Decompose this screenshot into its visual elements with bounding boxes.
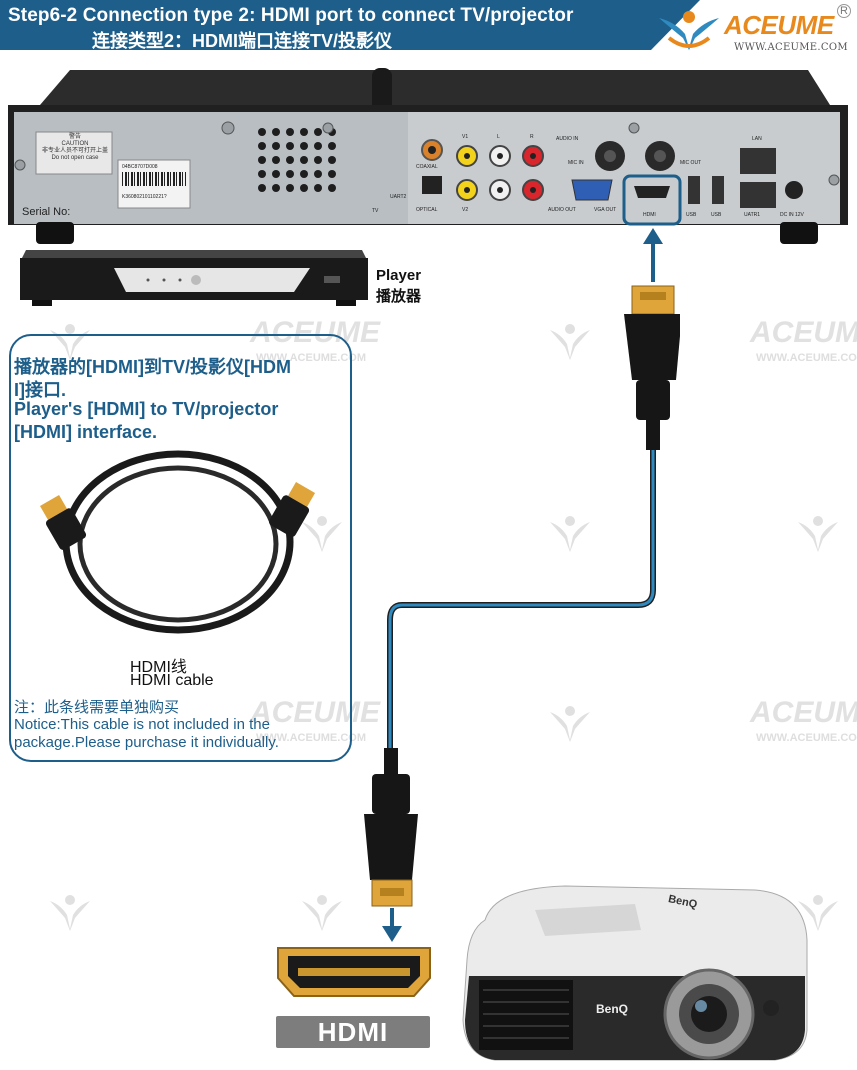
player-label-en: Player xyxy=(376,267,422,284)
serial-number-label: Serial No: xyxy=(22,206,71,218)
watermark: ACEUME xyxy=(750,696,857,729)
caution-label: 警告 CAUTION 非专业人员不可打开上盖 Do not open case xyxy=(40,134,110,162)
caution-note: 非专业人员不可打开上盖 xyxy=(41,148,108,154)
page-subtitle: 连接类型2：HDMI端口连接TV/投影仪 xyxy=(92,31,393,51)
registered-mark: R xyxy=(837,4,851,18)
port-label-usb: USB xyxy=(711,212,722,218)
watermark-logo-icon xyxy=(302,895,342,931)
player-front-image xyxy=(20,250,368,306)
logo-url: WWW.ACEUME.COM xyxy=(734,42,848,53)
port-label-uatr1: UATR1 xyxy=(744,212,761,218)
port-label-v1: V1 xyxy=(462,134,469,140)
port-label-tv: TV xyxy=(372,208,379,214)
note-line-zh-1: 播放器的[HDMI]到TV/投影仪[HDM xyxy=(14,357,291,377)
watermark: ACEUME xyxy=(750,316,857,349)
note-line-en-1: Player's [HDMI] to TV/projector xyxy=(14,399,279,419)
barcode-top: 04BC8707D008 xyxy=(122,164,158,170)
barcode-icon xyxy=(122,172,186,186)
port-label-audio-in: AUDIO IN xyxy=(556,136,579,142)
port-label-coaxial: COAXIAL xyxy=(416,164,438,170)
hdmi-connection-diagram xyxy=(364,228,680,942)
cable-label-zh: HDMI线 xyxy=(130,659,187,676)
header-banner xyxy=(0,0,700,50)
port-label-mic-in: MIC IN xyxy=(568,160,584,166)
watermark-logo-icon xyxy=(50,895,90,931)
caution-open: Do not open case xyxy=(51,155,99,161)
projector-brand: BenQ xyxy=(596,1002,629,1016)
hdmi-port-icon xyxy=(277,947,431,997)
watermark-url: WWW.ACEUME.COM xyxy=(756,352,857,364)
port-label-l: L xyxy=(497,134,500,140)
hdmi-port-label: HDMI xyxy=(276,1016,430,1048)
port-label-audio-out: AUDIO OUT xyxy=(548,207,576,213)
port-label-vga-out: VGA OUT xyxy=(594,207,617,213)
watermark: ACEUME xyxy=(250,316,381,349)
port-label-usb: USB xyxy=(686,212,697,218)
cable-label-en: HDMI cable xyxy=(130,672,214,689)
barcode-bottom: K36080210110221? xyxy=(122,194,167,200)
watermark: ACEUME xyxy=(250,696,381,729)
notice-en-2: package.Please purchase it individually. xyxy=(14,734,279,751)
logo-wordmark: ACEUME xyxy=(724,10,834,40)
port-label-optical: OPTICAL xyxy=(416,207,438,213)
port-label-uart2: UART2 xyxy=(390,194,407,200)
watermark-logo-icon xyxy=(798,516,838,552)
notice-zh: 注：此条线需要单独购买 xyxy=(14,699,180,716)
port-label-dc: DC IN 12V xyxy=(780,212,804,218)
port-label-hdmi: HDMI xyxy=(643,212,656,218)
note-line-en-2: [HDMI] interface. xyxy=(14,422,158,442)
notice-en-1: Notice:This cable is not included in the xyxy=(14,716,270,733)
aceume-logo-icon xyxy=(659,11,719,50)
port-label-mic-out: MIC OUT xyxy=(680,160,702,166)
caution-en: CAUTION xyxy=(61,141,89,147)
watermark-url: WWW.ACEUME.COM xyxy=(756,732,857,744)
player-label-zh: 播放器 xyxy=(376,288,422,305)
caution-zh: 警告 xyxy=(68,134,81,140)
port-label-r: R xyxy=(530,134,534,140)
port-label-v2: V2 xyxy=(462,207,469,213)
page-title: Step6-2 Connection type 2: HDMI port to … xyxy=(8,5,574,26)
note-callout xyxy=(9,334,352,762)
note-line-zh-2: I]接口. xyxy=(14,380,66,400)
projector-image xyxy=(462,885,808,1061)
hdmi-cable-icon xyxy=(40,450,316,634)
port-label-lan: LAN xyxy=(752,136,762,142)
player-rear-panel xyxy=(8,68,848,244)
